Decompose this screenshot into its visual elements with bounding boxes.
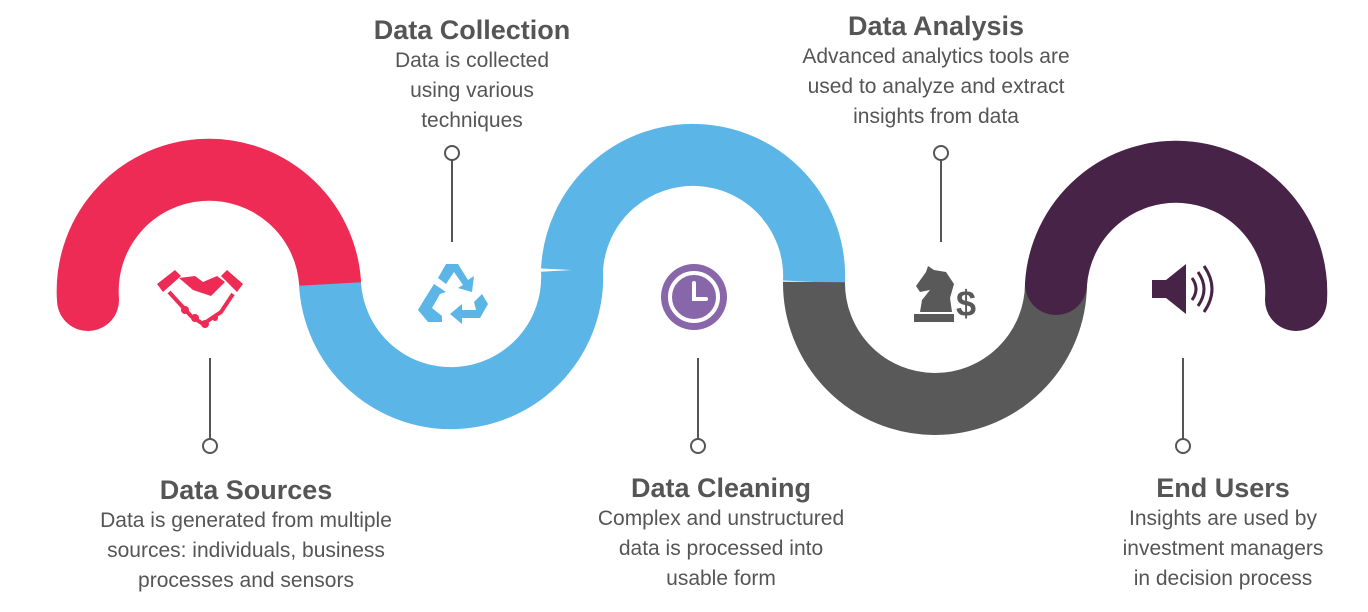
clock-icon (661, 264, 727, 330)
step-desc-line: used to analyze and extract (807, 75, 1065, 98)
step-desc-line: processes and sensors (138, 569, 354, 592)
step-desc-line: Advanced analytics tools are (802, 45, 1070, 68)
wave-segment-blue-arch (541, 123, 846, 284)
step-title: Data Sources (159, 475, 333, 505)
step-end-users: End Users Insights are used by investmen… (1082, 472, 1364, 594)
wave-segment-blue-valley (299, 268, 604, 430)
step-title: Data Analysis (847, 11, 1025, 41)
step-desc-line: Complex and unstructured (597, 507, 845, 530)
chess-knight-dollar-icon: $ (914, 266, 977, 325)
step-desc-line: in decision process (1133, 567, 1313, 590)
step-desc-line: techniques (421, 109, 523, 132)
step-data-cleaning: Data Cleaning Complex and unstructured d… (521, 472, 921, 594)
connector-dot-collection (444, 145, 460, 161)
handshake-icon (157, 270, 243, 328)
recycle-icon (418, 264, 488, 324)
step-desc-line: sources: individuals, business (107, 539, 385, 562)
step-data-sources: Data Sources Data is generated from mult… (46, 474, 446, 596)
step-desc-line: insights from data (853, 105, 1019, 128)
step-title: End Users (1156, 473, 1290, 503)
speaker-icon (1152, 264, 1214, 314)
wave-segment-purple (1025, 140, 1328, 331)
connector-dot-analysis (933, 145, 949, 161)
step-data-analysis: Data Analysis Advanced analytics tools a… (736, 10, 1136, 132)
connector-dot-sources (202, 438, 218, 454)
step-desc-line: Data is collected (394, 49, 550, 72)
svg-text:$: $ (956, 283, 976, 324)
step-desc-line: data is processed into (618, 537, 824, 560)
connector-dot-cleaning (690, 438, 706, 454)
wave-segment-gray-valley (782, 281, 1087, 435)
step-title: Data Collection (373, 15, 571, 45)
step-desc-line: Data is generated from multiple (100, 509, 392, 532)
step-data-collection: Data Collection Data is collected using … (272, 14, 672, 136)
step-title: Data Cleaning (630, 473, 812, 503)
step-desc-line: using various (410, 79, 534, 102)
step-desc-line: usable form (666, 567, 776, 590)
step-desc-line: investment managers (1122, 537, 1324, 560)
wave-segment-red (56, 138, 361, 331)
step-desc-line: Insights are used by (1129, 507, 1317, 530)
connector-dot-users (1175, 438, 1191, 454)
